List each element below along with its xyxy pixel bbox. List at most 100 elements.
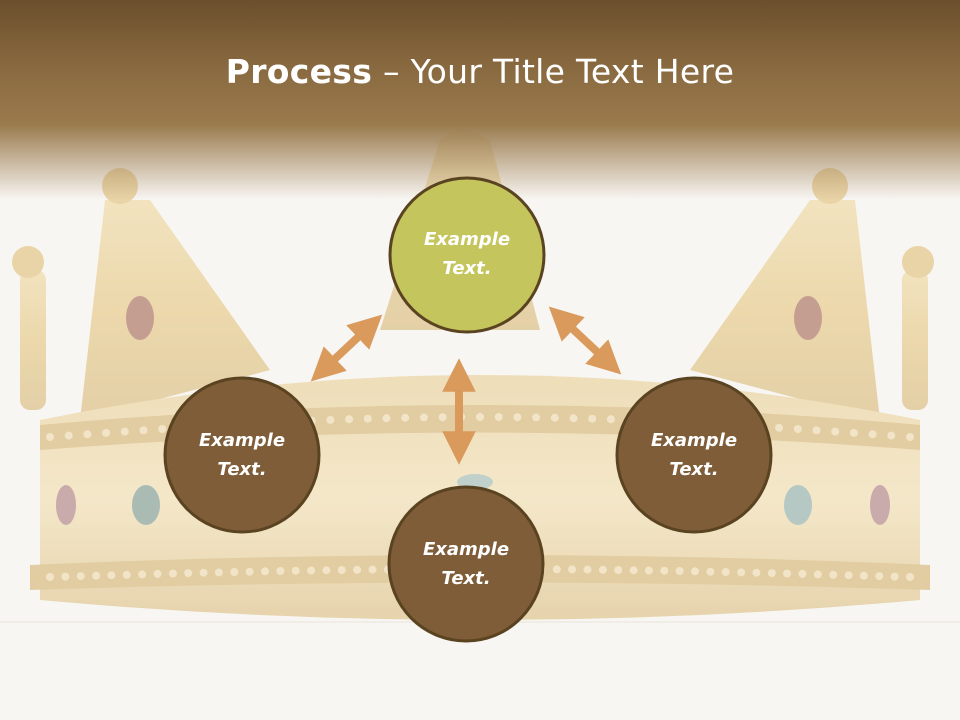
crown-bead [812, 426, 821, 435]
crown-bead [831, 427, 840, 436]
crown-bead [276, 567, 285, 575]
crown-bead [849, 428, 858, 437]
crown-bead [644, 566, 653, 575]
crown-bead [107, 571, 116, 580]
crown-bead [92, 571, 101, 580]
crown-bead [158, 425, 167, 433]
crown-bead [102, 428, 111, 437]
title-rest: Your Title Text Here [410, 52, 735, 91]
crown-bead [829, 570, 838, 579]
crown-bead [875, 572, 884, 581]
crown-bead [906, 573, 914, 581]
crown-bead [291, 566, 300, 575]
node-top-line2: Text. [442, 258, 492, 279]
title-bold: Process [225, 52, 373, 91]
crown-bead [168, 569, 177, 578]
crown-bead [419, 413, 428, 422]
crown-bead [798, 569, 807, 578]
crown-bead [120, 427, 129, 436]
crown-bead [138, 570, 147, 579]
arrow-top-left [310, 314, 383, 382]
crown-bead [588, 414, 597, 423]
crown-bead [691, 567, 699, 576]
crown-bead [122, 570, 131, 579]
crown-bead [139, 426, 148, 435]
crown-bead [675, 567, 684, 575]
crown-bead [629, 566, 638, 575]
node-right-label: Example Text. [619, 426, 769, 484]
circle-node-bottom [387, 485, 545, 643]
crown-bead [660, 566, 669, 575]
node-left-line2: Text. [217, 459, 267, 480]
crown-bead [401, 413, 410, 422]
crown-bead [261, 567, 269, 576]
crown-bead [476, 413, 484, 421]
crown-bead [706, 567, 715, 576]
crown-bead [184, 569, 193, 578]
node-left-line1: Example [198, 430, 286, 451]
crown-bead [245, 567, 254, 576]
crown-bead [46, 433, 54, 441]
crown-bead [569, 414, 578, 423]
crown-bead [859, 571, 868, 580]
crown-bead [64, 431, 73, 440]
node-top-label: Example Text. [392, 225, 542, 283]
crown-bead [307, 566, 316, 575]
crown-bead [368, 565, 377, 574]
crown-bead [887, 431, 896, 440]
crown-bead [793, 425, 802, 433]
crown-bead [568, 565, 577, 574]
crown-bead [906, 433, 914, 441]
crown-bead [813, 570, 822, 579]
crown-bead [326, 415, 335, 424]
crown-bead [775, 423, 784, 432]
crown-bead [46, 573, 54, 581]
crown-bead [721, 568, 730, 576]
circle-node-left [163, 376, 321, 534]
crown-bead [345, 415, 354, 424]
crown-bead [606, 415, 615, 424]
crown-bead [61, 572, 70, 581]
crown-bead [752, 568, 761, 577]
node-left-label: Example Text. [167, 426, 317, 484]
crown-bead [83, 430, 92, 439]
crown-bead [322, 566, 331, 575]
node-right-line2: Text. [669, 459, 719, 480]
crown-bead [614, 566, 623, 574]
title-separator: – [372, 52, 411, 91]
crown-bead [550, 413, 559, 422]
crown-bead [337, 566, 346, 574]
crown-bead [153, 569, 162, 578]
crown-bead [76, 572, 85, 581]
slide-title: Process – Your Title Text Here [0, 52, 960, 91]
crown-bead [552, 565, 561, 574]
node-bottom-line2: Text. [441, 568, 491, 589]
node-bottom-line1: Example [422, 539, 510, 560]
crown-bead [737, 568, 746, 577]
arrow-top-right [548, 306, 622, 375]
circle-node-right [615, 376, 773, 534]
crown-bead [598, 565, 607, 574]
crown-bead [363, 414, 372, 423]
crown-bead [199, 568, 208, 577]
crown-bead [382, 414, 391, 423]
crown-bead [532, 413, 541, 422]
title-header-band [0, 0, 960, 200]
crown-bead [783, 569, 792, 578]
crown-bead [494, 413, 503, 421]
crown-bead [890, 572, 899, 581]
crown-bead [353, 565, 362, 574]
circle-node-top [388, 176, 546, 334]
crown-bead [583, 565, 592, 574]
node-right-line1: Example [650, 430, 738, 451]
crown-bead [513, 413, 522, 422]
crown-bead [230, 568, 239, 576]
crown-bead [844, 571, 853, 580]
crown-bead [767, 569, 776, 578]
node-bottom-label: Example Text. [391, 535, 541, 593]
node-top-line1: Example [423, 229, 511, 250]
crown-bead [868, 430, 877, 439]
crown-bead [214, 568, 223, 577]
